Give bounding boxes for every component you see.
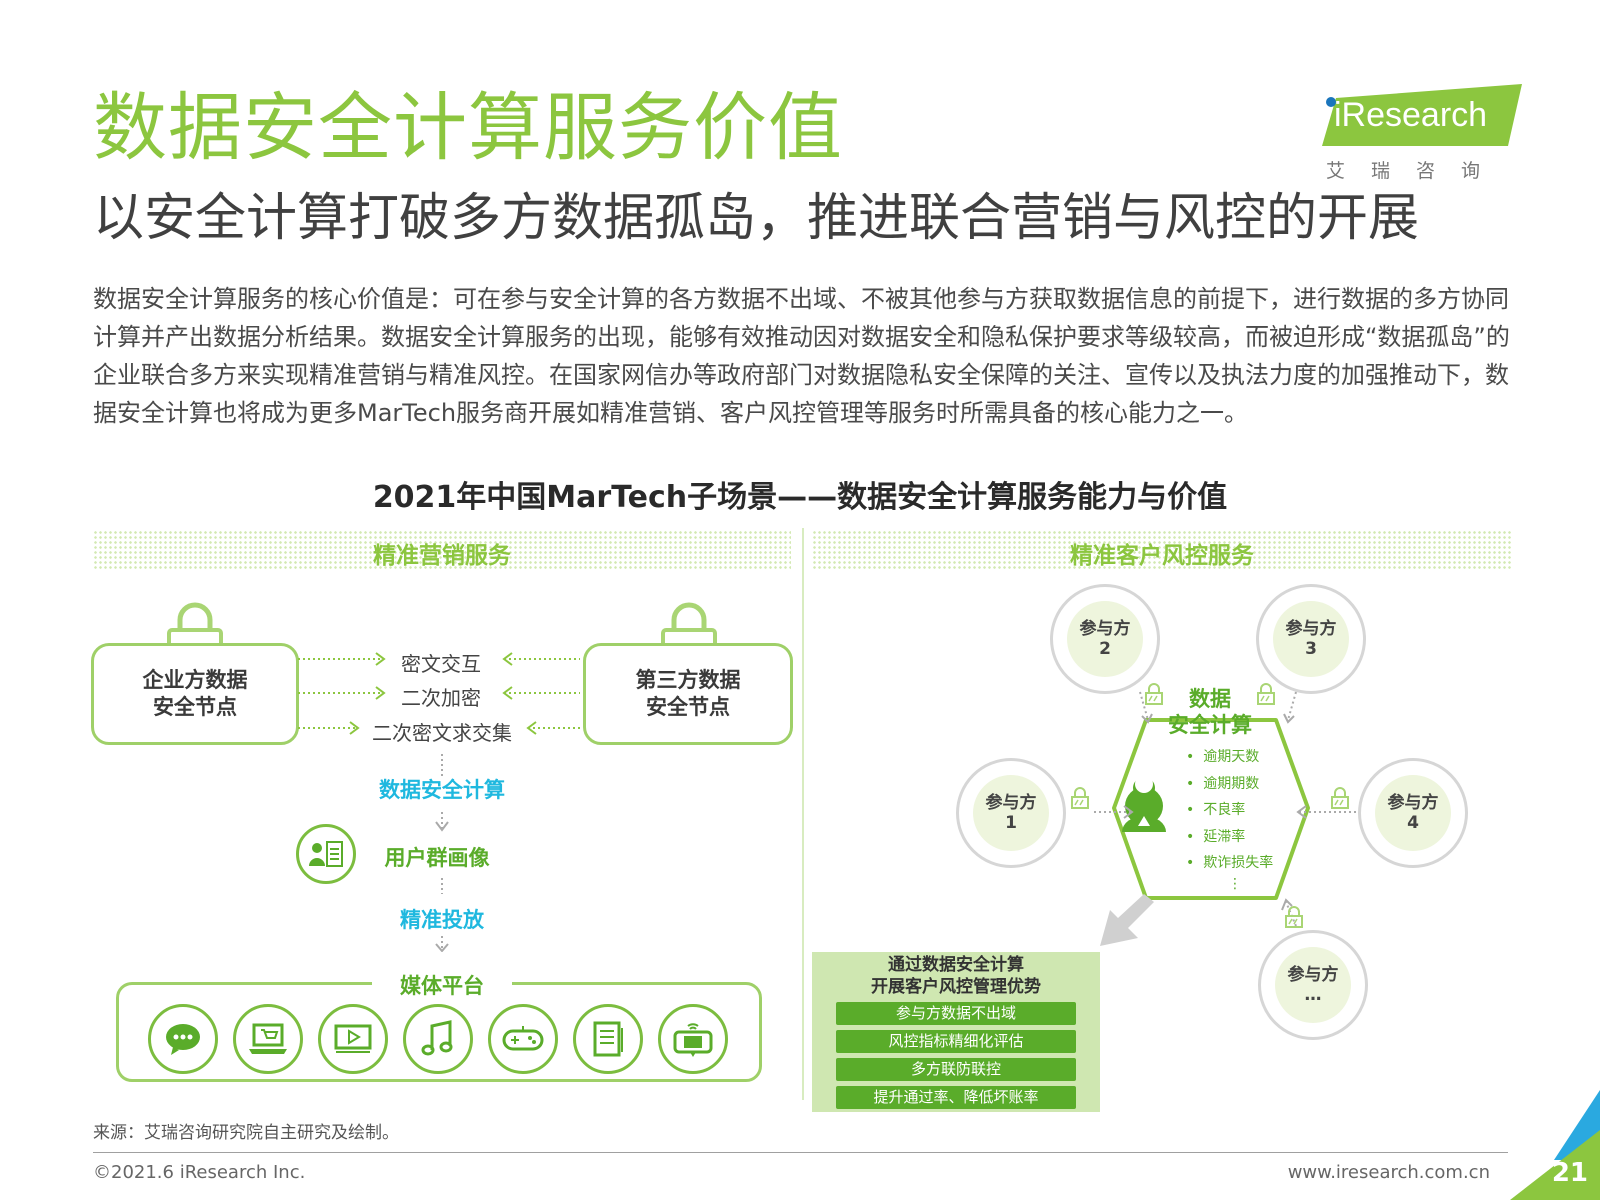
music-icon [403,1004,473,1074]
section-divider [802,528,804,1100]
logo-badge-icon [1322,84,1522,146]
metric-item: 延滞率 [1186,824,1273,851]
page-subtitle: 以安全计算打破多方数据孤岛，推进联合营销与风控的开展 [93,189,1420,248]
logo-text: iResearch [1334,96,1488,134]
media-icons-row [148,1004,728,1074]
third-party-data-node: 第三方数据 安全节点 [583,643,793,745]
exchange-label-1: 密文交互 [401,652,481,676]
exchange-label-2: 二次加密 [401,686,481,710]
step-precise-delivery: 精准投放 [400,908,484,932]
media-platform-title: 媒体平台 [372,970,512,1000]
party-label: 参与方 [1079,618,1131,639]
advantage-item: 风控指标精细化评估 [836,1030,1076,1054]
metric-item: 逾期天数 [1186,744,1273,771]
metric-item: 逾期期数 [1186,771,1273,798]
shop-laptop-icon [233,1004,303,1074]
right-band [812,530,1512,570]
left-band [93,530,791,570]
party-more: 参与方… [1258,930,1368,1040]
party-number: 4 [1407,813,1419,833]
advantage-item: 提升通过率、降低坏账率 [836,1086,1076,1110]
website-link: www.iresearch.com.cn [1287,1162,1490,1183]
logo-chinese: 艾瑞咨询 [1326,160,1507,182]
risk-advantage-box: 通过数据安全计算 开展客户风控管理优势 参与方数据不出域 风控指标精细化评估 多… [812,952,1100,1112]
tablet-media-icon [658,1004,728,1074]
left-band-label: 精准营销服务 [373,543,511,569]
party-label: 参与方 [1287,964,1339,985]
output-arrow-icon [1100,894,1154,946]
metric-ellipsis: ⋮ [1228,875,1242,892]
source-note: 来源：艾瑞咨询研究院自主研究及绘制。 [93,1123,399,1143]
chat-icon [148,1004,218,1074]
party-number: 3 [1305,639,1317,659]
party-label: 参与方 [1387,792,1439,813]
corner-accent [1510,1090,1600,1200]
news-icon [573,1004,643,1074]
party-number: … [1304,985,1322,1005]
footer-divider [93,1152,1508,1153]
profile-icon [296,824,356,884]
center-title: 数据 安全计算 [1168,687,1252,738]
small-lock-icon [1145,683,1163,705]
step-user-profile: 用户群画像 [384,846,490,870]
party-label: 参与方 [1285,618,1337,639]
vertical-flow-arrows [435,754,449,952]
exchange-arrows [298,652,580,735]
small-lock-icon [1331,787,1349,809]
metric-item: 欺诈损失率 [1186,850,1273,877]
small-lock-icon [1071,787,1089,809]
diagram-title: 2021年中国MarTech子场景——数据安全计算服务能力与价值 [372,480,1228,515]
enterprise-data-node: 企业方数据 安全节点 [91,643,299,745]
gamepad-icon [488,1004,558,1074]
risk-metrics-list: 逾期天数 逾期期数 不良率 延滞率 欺诈损失率 ⋮ [1186,744,1273,891]
iresearch-logo: iResearch 艾瑞咨询 [1322,84,1522,184]
advantage-item: 参与方数据不出域 [836,1002,1076,1026]
copyright: ©2021.6 iResearch Inc. [93,1162,306,1183]
intro-paragraph: 数据安全计算服务的核心价值是：可在参与安全计算的各方数据不出域、不被其他参与方获… [93,285,1510,427]
page-number: 21 [1551,1158,1588,1188]
page-title: 数据安全计算服务价值 [93,85,843,171]
advantage-item: 多方联防联控 [836,1058,1076,1082]
step-secure-compute: 数据安全计算 [379,778,505,802]
small-lock-icon [1285,906,1303,928]
right-band-label: 精准客户风控服务 [1070,543,1254,569]
party-connection-arrows [1094,691,1356,927]
small-lock-icon [1257,683,1275,705]
party-number: 2 [1099,639,1111,659]
party-label: 参与方 [985,792,1037,813]
video-icon [318,1004,388,1074]
metric-item: 不良率 [1186,797,1273,824]
advantage-title: 通过数据安全计算 开展客户风控管理优势 [871,955,1041,998]
party-number: 1 [1005,813,1017,833]
exchange-label-3: 二次密文求交集 [372,721,512,745]
